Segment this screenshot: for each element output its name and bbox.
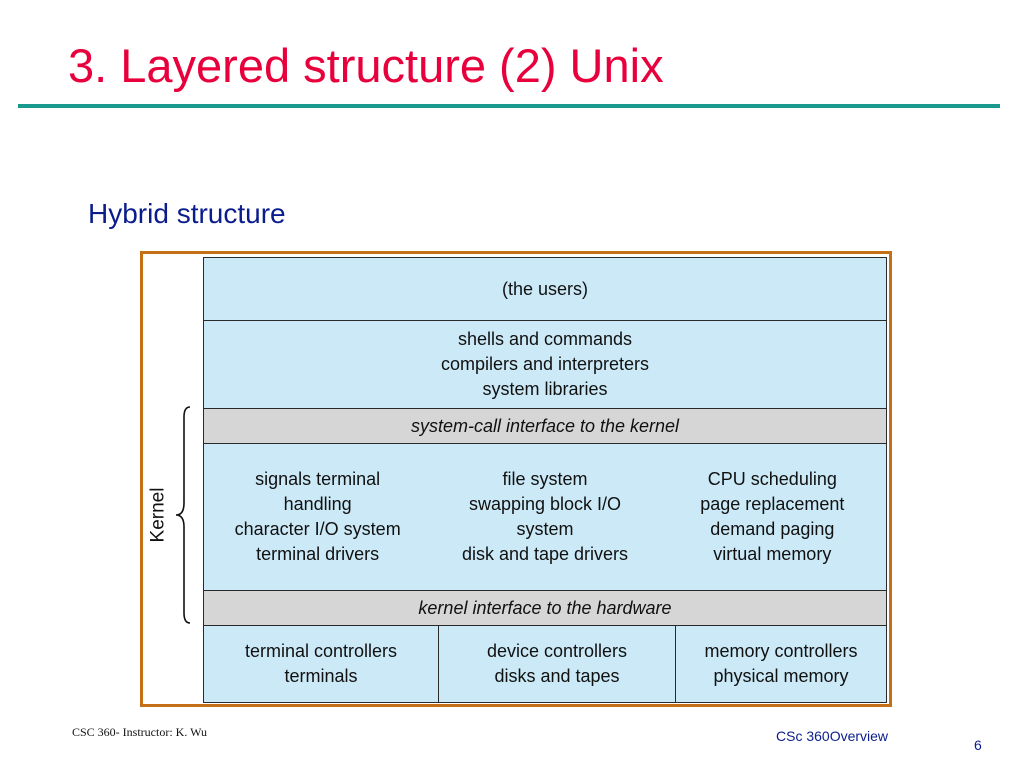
hardware-column-line: terminals <box>284 666 358 686</box>
kernel-column-memory: CPU scheduling page replacement demand p… <box>659 444 886 590</box>
page-number: 6 <box>974 737 982 753</box>
kernel-label: Kernel <box>147 487 169 543</box>
hardware-columns: terminal controllers terminals device co… <box>204 626 886 702</box>
layer-hardware: terminal controllers terminals device co… <box>203 625 887 703</box>
hardware-column-memory: memory controllers physical memory <box>676 626 886 702</box>
layer-users-line: (the users) <box>501 278 589 299</box>
kernel-column-line: disk and tape drivers <box>461 544 629 564</box>
hardware-column-device: device controllers disks and tapes <box>439 626 676 702</box>
slide-title: 3. Layered structure (2) Unix <box>68 39 664 92</box>
layer-syscall-interface: system-call interface to the kernel <box>203 408 887 444</box>
layer-syscall-line: system-call interface to the kernel <box>410 415 680 436</box>
kernel-column-line: file system <box>502 469 588 489</box>
kernel-column-line: page replacement <box>700 494 845 514</box>
layer-users: (the users) <box>203 257 887 321</box>
hardware-column-line: memory controllers <box>704 641 858 661</box>
hardware-column-line: disks and tapes <box>494 666 620 686</box>
kernel-column-line: swapping block I/O <box>468 494 622 514</box>
hardware-column-line: physical memory <box>713 666 849 686</box>
layer-hardware-interface: kernel interface to the hardware <box>203 590 887 626</box>
hardware-column-line: terminal controllers <box>244 641 398 661</box>
subtitle: Hybrid structure <box>88 198 286 229</box>
layer-hw-interface-text: kernel interface to the hardware <box>204 591 886 625</box>
kernel-column-line: signals terminal <box>255 469 381 489</box>
kernel-column-line: system <box>516 519 574 539</box>
hardware-column-terminal: terminal controllers terminals <box>204 626 439 702</box>
footer-course: CSc 360Overview <box>776 728 889 744</box>
kernel-column-line: handling <box>283 494 352 514</box>
kernel-services-columns: signals terminal handling character I/O … <box>204 444 886 590</box>
layer-shells-line: shells and commands <box>457 329 633 349</box>
layer-syscall-text: system-call interface to the kernel <box>204 409 886 443</box>
footer-instructor: CSC 360- Instructor: K. Wu <box>72 725 207 739</box>
layer-users-text: (the users) <box>204 258 886 320</box>
hardware-column-line: device controllers <box>486 641 628 661</box>
kernel-column-terminal: signals terminal handling character I/O … <box>204 444 431 590</box>
layer-shells: shells and commands compilers and interp… <box>203 320 887 409</box>
kernel-column-line: character I/O system <box>234 519 401 539</box>
kernel-column-line: terminal drivers <box>256 544 380 564</box>
kernel-column-line: CPU scheduling <box>707 469 837 489</box>
kernel-column-filesystem: file system swapping block I/O system di… <box>431 444 658 590</box>
kernel-column-line: demand paging <box>710 519 835 539</box>
layer-hw-interface-line: kernel interface to the hardware <box>418 597 672 618</box>
layer-shells-line: system libraries <box>482 379 608 399</box>
kernel-brace-icon <box>175 406 191 624</box>
kernel-column-line: virtual memory <box>713 544 832 564</box>
layer-shells-line: compilers and interpreters <box>440 354 650 374</box>
layer-shells-text: shells and commands compilers and interp… <box>204 321 886 408</box>
layer-kernel-services: signals terminal handling character I/O … <box>203 443 887 591</box>
title-underline <box>18 104 1000 108</box>
